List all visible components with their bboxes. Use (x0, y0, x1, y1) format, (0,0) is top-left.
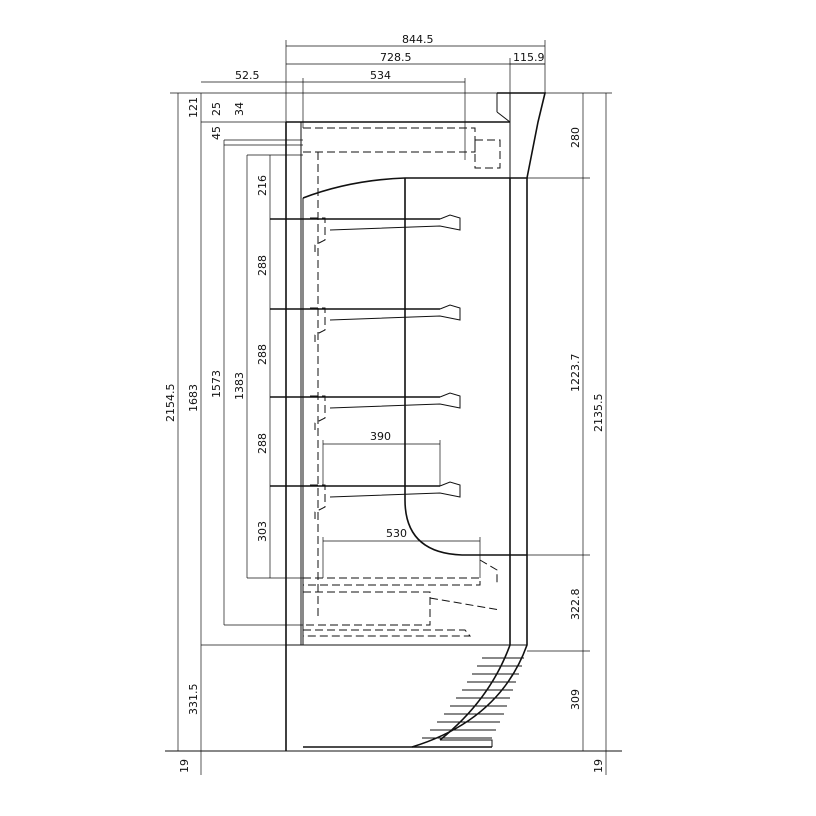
hidden-lines (302, 127, 501, 645)
dim-25: 25 (210, 102, 223, 116)
dimension-lines (170, 40, 612, 775)
dim-plinth: 309 (569, 689, 582, 710)
dim-shelf-3: 288 (256, 433, 269, 454)
dim-display: 1223.7 (569, 354, 582, 393)
dimension-labels: 844.5 728.5 115.9 52.5 534 121 25 34 45 … (164, 33, 605, 773)
dim-right-foot: 19 (592, 759, 605, 773)
dim-base: 331.5 (187, 684, 200, 716)
dim-shelf-top: 216 (256, 175, 269, 196)
shelf-1 (270, 214, 461, 252)
dim-canopy: 280 (569, 127, 582, 148)
dim-1683: 1683 (187, 384, 200, 412)
dim-121: 121 (187, 97, 200, 118)
shelf-4 (270, 481, 461, 519)
dim-45: 45 (210, 126, 223, 140)
dim-shelf-1: 288 (256, 255, 269, 276)
shelf-3 (270, 392, 461, 430)
dim-shelf-2: 288 (256, 344, 269, 365)
dim-left-foot: 19 (178, 759, 191, 773)
dim-shelf-depth: 534 (370, 69, 391, 82)
dim-34: 34 (233, 102, 246, 116)
dim-height: 2135.5 (592, 394, 605, 433)
dim-offset: 52.5 (235, 69, 260, 82)
dim-deck-width: 530 (386, 527, 407, 540)
dim-body-depth: 728.5 (380, 51, 412, 64)
shelf-2 (270, 304, 461, 342)
dim-deck: 322.8 (569, 589, 582, 621)
dim-canopy-depth: 115.9 (513, 51, 545, 64)
dim-shelf-width: 390 (370, 430, 391, 443)
grille-slats (422, 657, 524, 739)
cabinet-outline (165, 92, 622, 752)
dim-overall-height: 2154.5 (164, 384, 177, 423)
dim-1573: 1573 (210, 370, 223, 398)
dim-1383: 1383 (233, 372, 246, 400)
dim-overall-depth: 844.5 (402, 33, 434, 46)
dim-shelf-bottom: 303 (256, 521, 269, 542)
